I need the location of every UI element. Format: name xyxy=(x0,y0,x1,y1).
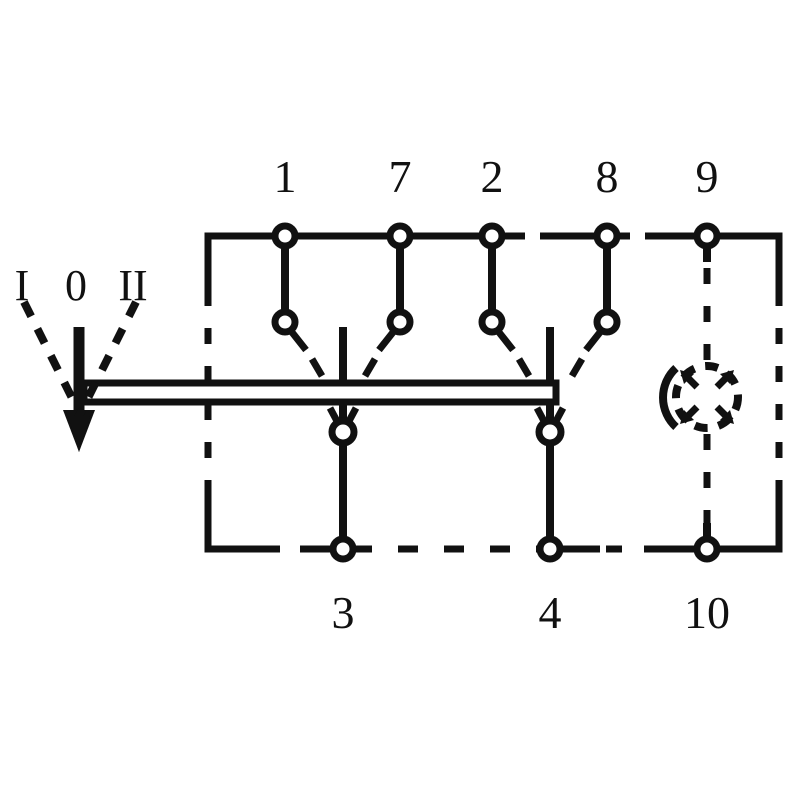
fixed-contact-1 xyxy=(271,308,309,353)
terminal-3[interactable] xyxy=(329,535,357,563)
pole-contact-4-node xyxy=(535,417,565,447)
terminal-label-1: 1 xyxy=(274,151,297,202)
indicator-lamp-symbol xyxy=(659,362,742,432)
bottom-terminals-group xyxy=(329,523,721,563)
pole-contact-3 xyxy=(326,406,360,447)
terminal-label-4: 4 xyxy=(539,587,562,638)
terminal-9-node xyxy=(693,222,721,250)
position-arrow-tip-fill xyxy=(68,416,90,452)
fixed-contact-2-tail xyxy=(495,328,516,353)
pole-stems-group xyxy=(339,327,554,541)
detent-line-position-I xyxy=(20,300,92,432)
lamp-radiation-arrows xyxy=(680,370,734,424)
top-terminal-labels-group: 1 7 2 8 9 xyxy=(274,151,719,202)
terminal-label-10: 10 xyxy=(684,587,730,638)
terminal-8-node xyxy=(593,222,621,250)
terminal-8[interactable] xyxy=(593,222,621,312)
terminal-7[interactable] xyxy=(386,222,414,312)
lamp-arrow-se-head xyxy=(720,410,734,424)
blade-mark-left-of-pole-3 xyxy=(308,357,326,378)
fixed-contact-2 xyxy=(478,308,516,353)
terminal-4[interactable] xyxy=(536,535,564,563)
fixed-contact-7-tail xyxy=(376,328,397,353)
terminal-10[interactable] xyxy=(693,523,721,563)
pole-contact-3-node xyxy=(328,417,358,447)
lamp-arrow-ne-head xyxy=(720,370,734,384)
lamp-dashed-circle xyxy=(672,362,742,432)
fixed-contact-8-node xyxy=(593,308,621,336)
fixed-contact-1-node xyxy=(271,308,299,336)
terminal-2-node xyxy=(478,222,506,250)
fixed-contacts-group xyxy=(271,308,621,353)
terminal-label-2: 2 xyxy=(481,151,504,202)
enclosure-corner-bottom-right xyxy=(725,495,783,553)
terminal-label-9: 9 xyxy=(696,151,719,202)
lamp-arrow-nw-head xyxy=(680,370,694,384)
fixed-contact-2-node xyxy=(478,308,506,336)
contact-blade-marks xyxy=(308,357,586,378)
enclosure-corner-top-left xyxy=(204,232,262,290)
terminal-4-node xyxy=(536,535,564,563)
blade-mark-left-of-pole-4 xyxy=(515,357,533,378)
position-label-II: II xyxy=(118,261,147,310)
terminal-7-node xyxy=(386,222,414,250)
fixed-contact-7-node xyxy=(386,308,414,336)
blade-mark-right-of-pole-4 xyxy=(568,357,586,378)
terminal-2[interactable] xyxy=(478,222,506,312)
terminal-1-node xyxy=(271,222,299,250)
detent-line-position-II xyxy=(68,300,140,432)
terminal-10-node xyxy=(693,535,721,563)
fixed-contact-1-tail xyxy=(288,328,309,353)
terminal-label-3: 3 xyxy=(332,587,355,638)
position-label-I: I xyxy=(15,261,30,310)
actuator-bar-body xyxy=(80,379,560,406)
fixed-contact-7 xyxy=(376,308,414,353)
terminal-9[interactable] xyxy=(693,222,721,262)
enclosure-corner-top-right xyxy=(725,232,783,290)
terminal-3-node xyxy=(329,535,357,563)
lamp-left-arc xyxy=(659,365,679,430)
actuator-bar[interactable] xyxy=(80,379,560,406)
position-label-0: 0 xyxy=(65,261,87,310)
pole-contact-4 xyxy=(533,406,567,447)
position-labels-group: I 0 II xyxy=(15,261,148,310)
top-terminals-group xyxy=(271,222,721,312)
fixed-contact-8 xyxy=(583,308,621,353)
fixed-contact-8-tail xyxy=(583,328,604,353)
terminal-label-7: 7 xyxy=(389,151,412,202)
switch-enclosure-outline xyxy=(204,232,783,553)
terminal-label-8: 8 xyxy=(596,151,619,202)
enclosure-corner-bottom-left xyxy=(204,495,262,553)
blade-mark-right-of-pole-3 xyxy=(361,357,379,378)
position-indicator-group xyxy=(20,300,140,452)
pole-contacts-group xyxy=(326,406,567,447)
bottom-terminal-labels-group: 3 4 10 xyxy=(332,587,731,638)
terminal-1[interactable] xyxy=(271,222,299,312)
lamp-arrow-sw-head xyxy=(680,410,694,424)
